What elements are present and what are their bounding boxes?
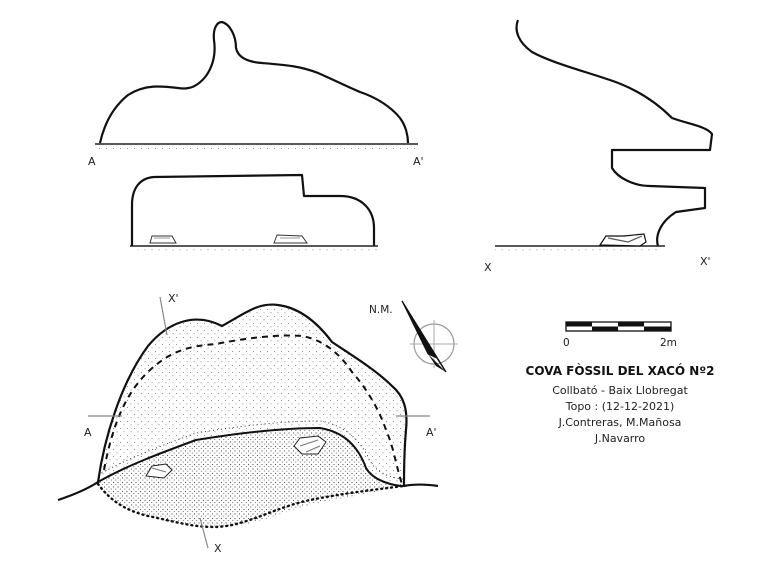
plan-dotted-outline bbox=[96, 482, 406, 529]
boulder-a-lower-right bbox=[273, 234, 308, 244]
boulder-section-x bbox=[598, 233, 647, 247]
title-block: COVA FÒSSIL DEL XACÓ Nº2 Collbató - Baix… bbox=[520, 362, 720, 447]
plan-floor-area bbox=[98, 428, 404, 528]
authors-line-2: J.Navarro bbox=[594, 432, 646, 445]
profile-a-upper bbox=[98, 20, 410, 144]
label-a-upper: A bbox=[88, 155, 96, 168]
label-a-prime-upper: A' bbox=[413, 155, 424, 168]
section-x bbox=[515, 19, 714, 247]
plan-boulder-right bbox=[293, 435, 327, 455]
label-a-prime-plan: A' bbox=[426, 426, 437, 439]
plan-dashed-roof bbox=[103, 334, 403, 485]
scale-bar bbox=[565, 321, 672, 332]
plan-ledge-hatch bbox=[97, 420, 405, 480]
profile-a-lower-ground bbox=[138, 247, 378, 253]
label-x-plan: X bbox=[214, 542, 222, 555]
label-x-section: X bbox=[484, 261, 492, 274]
plan-ledge-line bbox=[97, 426, 405, 487]
label-a-plan: A bbox=[84, 426, 92, 439]
scale-end-label: 2m bbox=[660, 337, 677, 349]
plan-view bbox=[57, 296, 439, 549]
section-x-ground bbox=[495, 247, 661, 253]
authors-line-1: J.Contreras, M.Mañosa bbox=[558, 416, 682, 429]
section-line-x-upper bbox=[159, 296, 168, 336]
north-arrow-icon bbox=[401, 300, 458, 373]
profile-a-lower bbox=[130, 173, 376, 246]
plan-boulder-left bbox=[145, 463, 173, 479]
plan-wall bbox=[57, 303, 439, 502]
scale-start-label: 0 bbox=[563, 337, 570, 349]
north-label: N.M. bbox=[369, 304, 393, 316]
section-line-x-lower bbox=[199, 517, 209, 549]
survey-date-text: Topo : (12-12-2021) bbox=[565, 400, 675, 413]
label-x-prime-plan: X' bbox=[168, 292, 179, 305]
boulder-a-lower-left bbox=[149, 235, 177, 244]
profile-a-upper-ground bbox=[95, 145, 418, 151]
location-text: Collbató - Baix Llobregat bbox=[552, 384, 688, 397]
label-x-prime-section: X' bbox=[700, 255, 711, 268]
cave-title: COVA FÒSSIL DEL XACÓ Nº2 bbox=[525, 364, 715, 378]
